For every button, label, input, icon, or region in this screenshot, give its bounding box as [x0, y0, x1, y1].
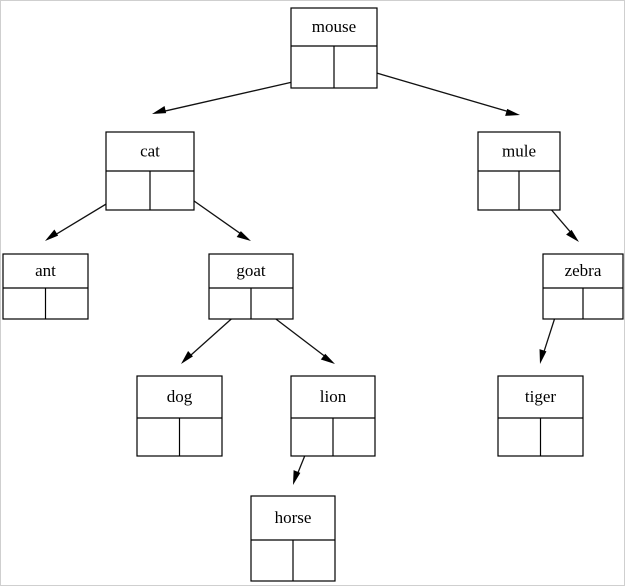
node-label: tiger [525, 387, 556, 406]
node-label: goat [236, 261, 266, 280]
arrow-head-icon [539, 349, 547, 364]
tree-node-tiger[interactable]: tiger [497, 375, 584, 457]
node-label: mouse [312, 17, 356, 36]
node-left-pointer-cell[interactable] [478, 171, 519, 210]
edge-mouse-left-to-cat [152, 80, 298, 114]
node-left-pointer-cell[interactable] [498, 418, 541, 456]
edge-line [355, 66, 510, 113]
tree-node-goat[interactable]: goat [208, 253, 294, 320]
node-right-pointer-cell[interactable] [180, 418, 223, 456]
arrow-head-icon [236, 231, 251, 241]
edge-line [188, 312, 239, 358]
node-right-pointer-cell[interactable] [150, 171, 194, 210]
edge-line [267, 312, 327, 358]
node-right-pointer-cell[interactable] [333, 418, 375, 456]
arrow-head-icon [566, 229, 579, 242]
tree-node-mouse[interactable]: mouse [290, 7, 378, 89]
tree-node-mule[interactable]: mule [477, 131, 561, 211]
arrow-head-icon [320, 353, 335, 364]
node-right-pointer-cell[interactable] [583, 288, 623, 319]
edge-goat-left-to-dog [181, 312, 239, 364]
arrow-head-icon [45, 229, 59, 241]
node-right-pointer-cell[interactable] [334, 46, 377, 88]
node-label: mule [502, 141, 536, 160]
arrow-head-icon [152, 106, 167, 114]
node-label: zebra [565, 261, 602, 280]
node-label: cat [140, 141, 160, 160]
node-right-pointer-cell[interactable] [46, 288, 89, 319]
arrow-head-icon [181, 350, 193, 364]
node-left-pointer-cell[interactable] [209, 288, 251, 319]
node-left-pointer-cell[interactable] [106, 171, 150, 210]
tree-node-ant[interactable]: ant [2, 253, 89, 320]
arrow-head-icon [505, 108, 520, 116]
node-label: ant [35, 261, 56, 280]
edge-line [162, 80, 298, 113]
tree-node-zebra[interactable]: zebra [542, 253, 624, 320]
node-left-pointer-cell[interactable] [543, 288, 583, 319]
tree-node-dog[interactable]: dog [136, 375, 223, 457]
node-left-pointer-cell[interactable] [291, 418, 333, 456]
edge-goat-right-to-lion [267, 312, 335, 364]
node-left-pointer-cell[interactable] [137, 418, 180, 456]
arrow-head-icon [293, 470, 301, 485]
edge-mouse-right-to-mule [355, 66, 520, 116]
node-label: lion [320, 387, 347, 406]
tree-node-lion[interactable]: lion [290, 375, 376, 457]
node-right-pointer-cell[interactable] [541, 418, 584, 456]
node-left-pointer-cell[interactable] [251, 540, 293, 581]
nodes-layer: mouse cat mule ant goat zebra dog lion tiger hors… [2, 7, 624, 582]
tree-node-horse[interactable]: horse [250, 495, 336, 582]
node-label: dog [167, 387, 193, 406]
tree-node-cat[interactable]: cat [105, 131, 195, 211]
node-left-pointer-cell[interactable] [3, 288, 46, 319]
node-label: horse [275, 508, 312, 527]
node-right-pointer-cell[interactable] [293, 540, 335, 581]
edges-layer [45, 66, 579, 485]
node-right-pointer-cell[interactable] [251, 288, 293, 319]
node-left-pointer-cell[interactable] [291, 46, 334, 88]
node-right-pointer-cell[interactable] [519, 171, 560, 210]
